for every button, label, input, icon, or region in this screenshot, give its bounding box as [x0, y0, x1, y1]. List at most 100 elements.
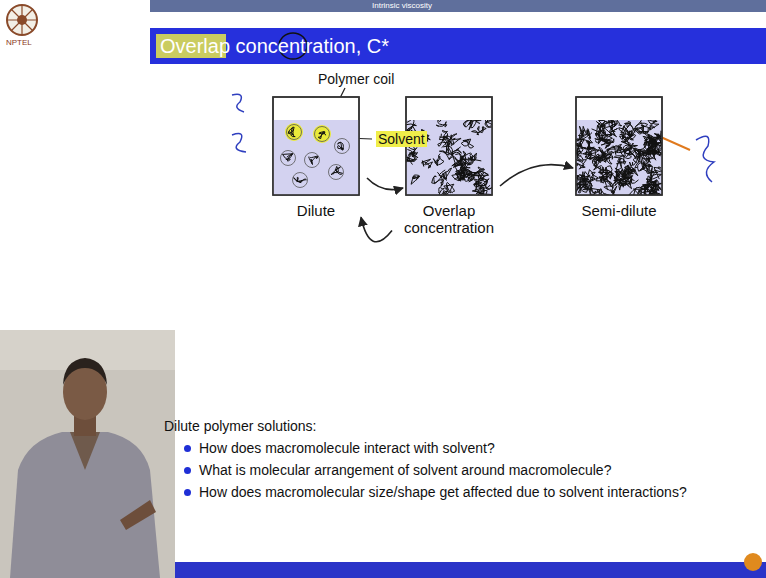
polymer-coil [439, 186, 448, 195]
footer-logo [744, 553, 762, 571]
highlight-mark [313, 125, 331, 143]
footer-bar [175, 562, 766, 578]
polymer-coil [439, 168, 452, 180]
polymer-coil [438, 136, 449, 152]
beaker-node: Overlap concentration [394, 96, 504, 237]
label-text: Intrinsic viscosity [372, 1, 432, 10]
polymer-coil [467, 172, 480, 180]
polymer-coil [432, 172, 444, 186]
bullet-dot [184, 467, 191, 474]
beaker-label: Semi-dilute [564, 202, 674, 219]
polymer-coil [472, 126, 487, 135]
polymer-coil [309, 156, 318, 165]
polymer-coil [576, 143, 583, 153]
polymer-coil [604, 139, 614, 149]
label-text: What is molecular arrangement of solvent… [199, 462, 611, 478]
polymer-coil [614, 177, 625, 186]
presenter-video [0, 330, 175, 578]
polymer-coil [406, 153, 417, 165]
polymer-coil [651, 134, 662, 144]
polymer-coil [620, 132, 630, 146]
bullet-item: How does macromolecular size/shape get a… [184, 484, 687, 500]
polymer-coil [609, 120, 618, 129]
polymer-coil [463, 120, 472, 130]
polymer-coil [592, 156, 600, 169]
polymer-coil [626, 149, 638, 159]
polymer-coil [607, 146, 623, 153]
polymer-coil [599, 147, 608, 159]
polymer-coil [604, 186, 617, 195]
polymer-coil [455, 161, 467, 175]
polymer-coil [337, 142, 343, 150]
polymer-coil [651, 167, 662, 179]
polymer-coil [452, 147, 461, 162]
label-text: Polymer coil [318, 71, 394, 87]
polymer-coil [318, 132, 325, 139]
bullet-dot [184, 445, 191, 452]
polymer-coil [625, 165, 636, 176]
bullet-dot [184, 489, 191, 496]
polymer-coil [436, 120, 447, 127]
polymer-coil [421, 159, 432, 168]
label-text: How does macromolecule interact with sol… [199, 440, 495, 456]
text-label: Polymer coil [318, 71, 394, 87]
label-text: Dilute polymer solutions: [164, 418, 317, 434]
polymer-coil [474, 120, 482, 124]
beaker-illustration [272, 96, 360, 196]
beaker-label: Overlap concentration [394, 202, 504, 237]
polymer-coil [449, 134, 462, 146]
polymer-coil [294, 177, 307, 182]
coil-group [576, 120, 662, 195]
polymer-coil [592, 188, 607, 195]
bullet-item: What is molecular arrangement of solvent… [184, 462, 611, 478]
polymer-coil [619, 170, 629, 182]
title-bar [150, 28, 766, 64]
nptel-logo [7, 5, 37, 35]
beaker-wall [576, 97, 662, 195]
coil-outline [281, 151, 296, 166]
polymer-coil [288, 127, 295, 137]
polymer-coil [577, 126, 584, 142]
solvent-fill [274, 120, 359, 195]
polymer-coil [461, 139, 474, 148]
coil-outline [293, 173, 308, 188]
polymer-coil [646, 168, 662, 181]
label-text: NPTEL [6, 38, 32, 47]
polymer-coil [640, 158, 652, 171]
coil-outline [315, 127, 330, 142]
bullet-item: How does macromolecule interact with sol… [184, 440, 495, 456]
hand-arrow [500, 165, 573, 186]
text-label: NPTEL [6, 38, 32, 47]
beaker-label: Dilute [261, 202, 371, 219]
label-text: Solvent [378, 131, 425, 147]
label-text: How does macromolecular size/shape get a… [199, 484, 687, 500]
text-label: Solvent [376, 131, 427, 147]
beaker-node: Dilute [261, 96, 371, 219]
beaker-wall [273, 97, 359, 195]
polymer-coil [647, 180, 659, 192]
text-label: Intrinsic viscosity [372, 1, 432, 10]
coil-outline [329, 165, 344, 180]
coil-outline [305, 153, 320, 168]
beaker-node: Semi-dilute [564, 96, 674, 219]
polymer-coil [444, 182, 455, 192]
polymer-coil [644, 145, 656, 158]
highlight-mark [285, 123, 303, 141]
coil-outline [287, 125, 302, 140]
beaker-wall [273, 97, 359, 195]
polymer-coil [474, 181, 483, 189]
polymer-coil [586, 170, 598, 183]
slide-title: Overlap concentration, C* [160, 35, 389, 58]
solvent-fill [577, 120, 662, 195]
polymer-coil [485, 120, 492, 127]
polymer-coil [602, 166, 612, 180]
polymer-coil [587, 141, 590, 150]
text-label: Dilute polymer solutions: [164, 418, 317, 434]
beaker-wall [576, 97, 662, 195]
polymer-coil [651, 182, 663, 190]
coil-group [281, 123, 350, 188]
polymer-coil [433, 154, 444, 166]
polymer-coil [641, 126, 652, 137]
polymer-coil [411, 175, 420, 184]
top-strip [150, 0, 766, 12]
